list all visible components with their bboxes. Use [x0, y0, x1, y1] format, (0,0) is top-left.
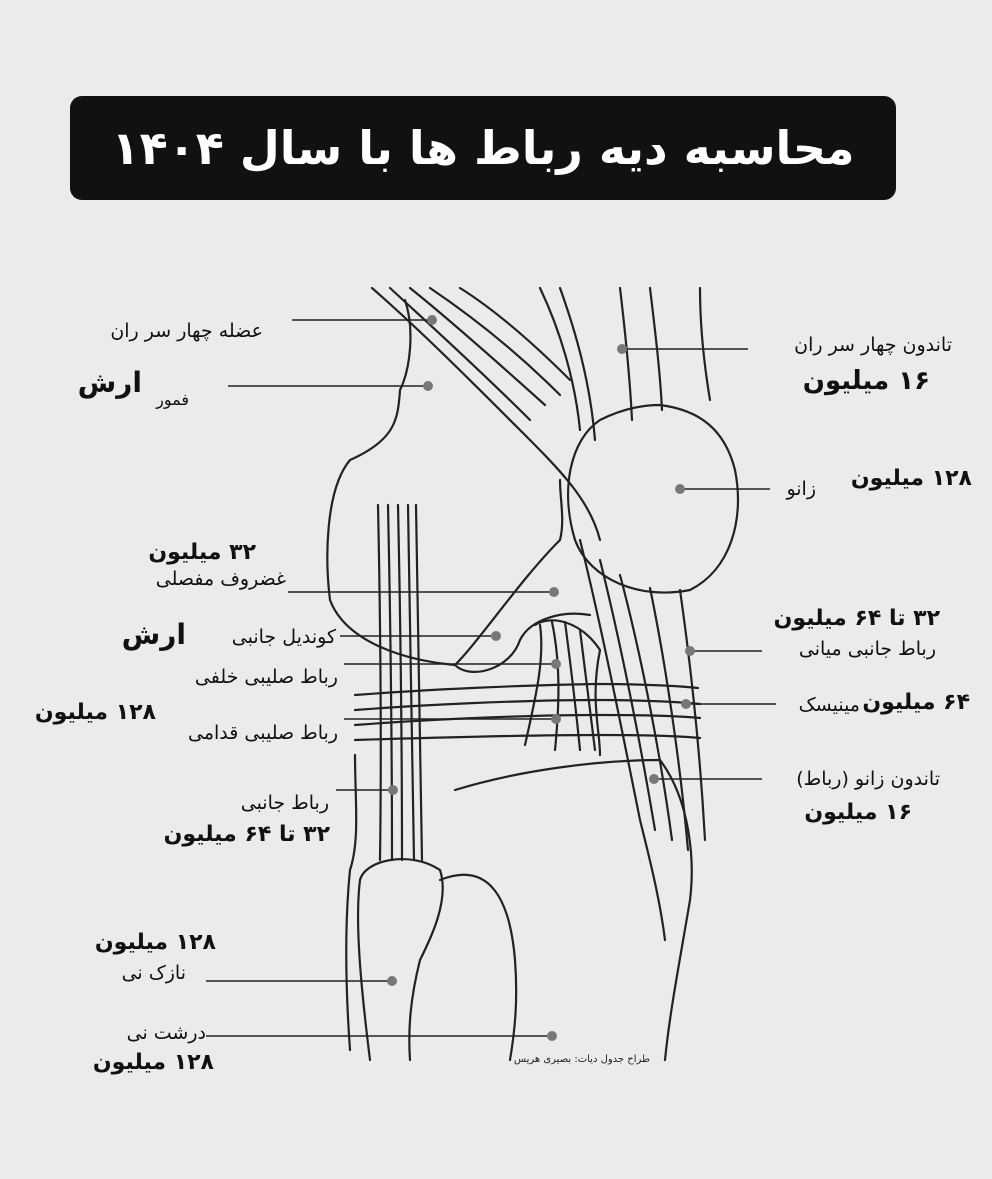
lcl-fiber	[406, 503, 416, 862]
dot-patellar-tendon	[649, 774, 659, 784]
dot-condyle	[491, 631, 501, 641]
dot-meniscus	[681, 699, 691, 709]
cruciate-fiber	[523, 623, 543, 747]
quad-fiber	[428, 286, 562, 397]
cruciate-fiber	[550, 620, 560, 752]
dot-cartilage	[549, 587, 559, 597]
label-condyle: کوندیل جانبی	[231, 626, 336, 648]
label-mcl: رباط جانبی میانی	[798, 638, 936, 660]
dot-quad-muscle	[427, 315, 437, 325]
quad-fiber	[618, 286, 634, 422]
label-knee-price: ۱۲۸ میلیون	[850, 466, 972, 491]
label-fibula-price: ۱۲۸ میلیون	[94, 930, 216, 955]
meniscus-band	[353, 733, 702, 742]
quad-fiber	[370, 286, 602, 542]
label-mcl-price: ۳۲ تا ۶۴ میلیون	[773, 606, 940, 631]
dot-lcl	[388, 785, 398, 795]
label-pcl: رباط صلیبی خلفی	[194, 666, 338, 688]
label-cartilage-price: ۳۲ میلیون	[148, 540, 256, 565]
label-femur: فمور	[156, 390, 189, 409]
cruciate-fiber	[578, 628, 597, 752]
fibula-outline	[356, 878, 372, 1062]
dot-knee	[675, 484, 685, 494]
dot-pcl	[551, 659, 561, 669]
label-quad-tendon-price: ۱۶ میلیون	[802, 366, 930, 396]
label-quad-tendon: تاندون چهار سر ران	[794, 334, 952, 356]
dot-acl	[551, 714, 561, 724]
meniscus-band	[353, 682, 700, 697]
patellar-tendon-fiber	[648, 586, 690, 852]
label-knee: زانو	[786, 478, 816, 500]
quad-fiber	[388, 286, 532, 422]
dot-femur	[423, 381, 433, 391]
quad-fiber	[538, 286, 582, 432]
label-tibia: درشت نی	[126, 1022, 206, 1044]
label-patellar-tendon: تاندون زانو (رباط)	[796, 768, 940, 790]
lcl-fiber	[396, 503, 404, 862]
label-tibia-price: ۱۲۸ میلیون	[92, 1050, 214, 1075]
label-patellar-tendon-price: ۱۶ میلیون	[804, 800, 912, 825]
label-cartilage: غضروف مفصلی	[155, 568, 286, 590]
patellar-tendon-fiber	[578, 538, 667, 942]
quad-fiber	[408, 286, 547, 407]
patellar-tendon-fiber	[598, 558, 657, 832]
label-lcl: رباط جانبی	[240, 792, 329, 814]
quad-fiber	[698, 286, 712, 402]
label-meniscus-price: ۶۴ میلیون	[862, 690, 970, 715]
tibia-outline	[345, 753, 358, 1052]
tibia-outline	[438, 873, 518, 1062]
lcl-fiber	[414, 503, 424, 862]
patella-outline	[567, 403, 740, 594]
label-quad-muscle: عضله چهار سر ران	[110, 320, 263, 342]
meniscus-band	[353, 698, 702, 712]
label-condyle-price: ارش	[121, 618, 186, 651]
tibia-outline	[453, 758, 693, 1062]
femur-outline	[326, 298, 564, 667]
page-title: محاسبه دیه رباط ها با سال ۱۴۰۴	[111, 121, 855, 175]
dot-tibia	[547, 1031, 557, 1041]
cruciate-outline	[533, 619, 602, 757]
credit-text: طراح جدول دیات: بصیری هریس	[513, 1054, 650, 1065]
fibula-outline	[358, 858, 444, 1062]
quad-fiber	[458, 286, 572, 382]
dot-mcl	[685, 646, 695, 656]
patellar-tendon-fiber	[678, 588, 707, 842]
quad-fiber	[558, 286, 597, 442]
title-bar: محاسبه دیه رباط ها با سال ۱۴۰۴	[70, 96, 896, 200]
meniscus-band	[353, 713, 702, 727]
dot-fibula	[387, 976, 397, 986]
label-quad-muscle-price: ارش	[77, 366, 142, 399]
label-acl-price: ۱۲۸ میلیون	[34, 700, 156, 725]
label-meniscus: مینیسک	[798, 694, 860, 716]
patellar-tendon-fiber	[618, 573, 674, 842]
label-lcl-price: ۳۲ تا ۶۴ میلیون	[163, 822, 330, 847]
dot-quad-tendon	[617, 344, 627, 354]
cruciate-fiber	[563, 620, 582, 752]
label-fibula: نازک نی	[121, 962, 186, 984]
label-acl: رباط صلیبی قدامی	[188, 722, 338, 744]
lcl-fiber	[376, 503, 382, 862]
femur-condyle-outline	[453, 612, 592, 673]
lcl-fiber	[386, 503, 394, 862]
